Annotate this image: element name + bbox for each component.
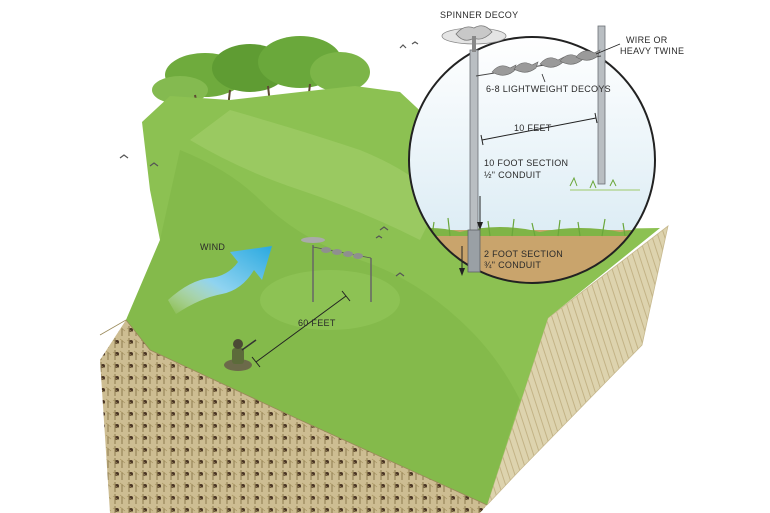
spinner-decoy-icon [441,25,507,52]
spinner-decoy-label: SPINNER DECOY [440,10,519,20]
decoy-row [491,49,601,76]
sixty-feet-dimension [251,290,351,368]
wire-label-line1: WIRE OR [626,35,668,45]
two-foot-section-label-line1: 2 FOOT SECTION [484,249,564,259]
conduit-pole-right [597,25,606,185]
wind-label: WIND [200,242,226,252]
conduit-pole-left [469,49,479,261]
hunter [224,339,257,371]
sixty-feet-label: 60 FEET [298,318,336,328]
corn-field [100,320,487,513]
ten-foot-section-label-line1: 10 FOOT SECTION [484,158,569,168]
field-decoy-rig [301,237,372,302]
decoys-label: 6-8 LIGHTWEIGHT DECOYS [486,84,611,94]
flying-birds [119,41,419,277]
conduit-sleeve-left [467,229,481,273]
ten-feet-label: 10 FEET [514,123,552,133]
wire-label-line2: HEAVY TWINE [620,46,685,56]
wind-arrow [168,246,272,314]
two-foot-section-label-line2: ¾" CONDUIT [484,260,542,270]
ten-foot-section-label-line2: ½" CONDUIT [484,170,542,180]
